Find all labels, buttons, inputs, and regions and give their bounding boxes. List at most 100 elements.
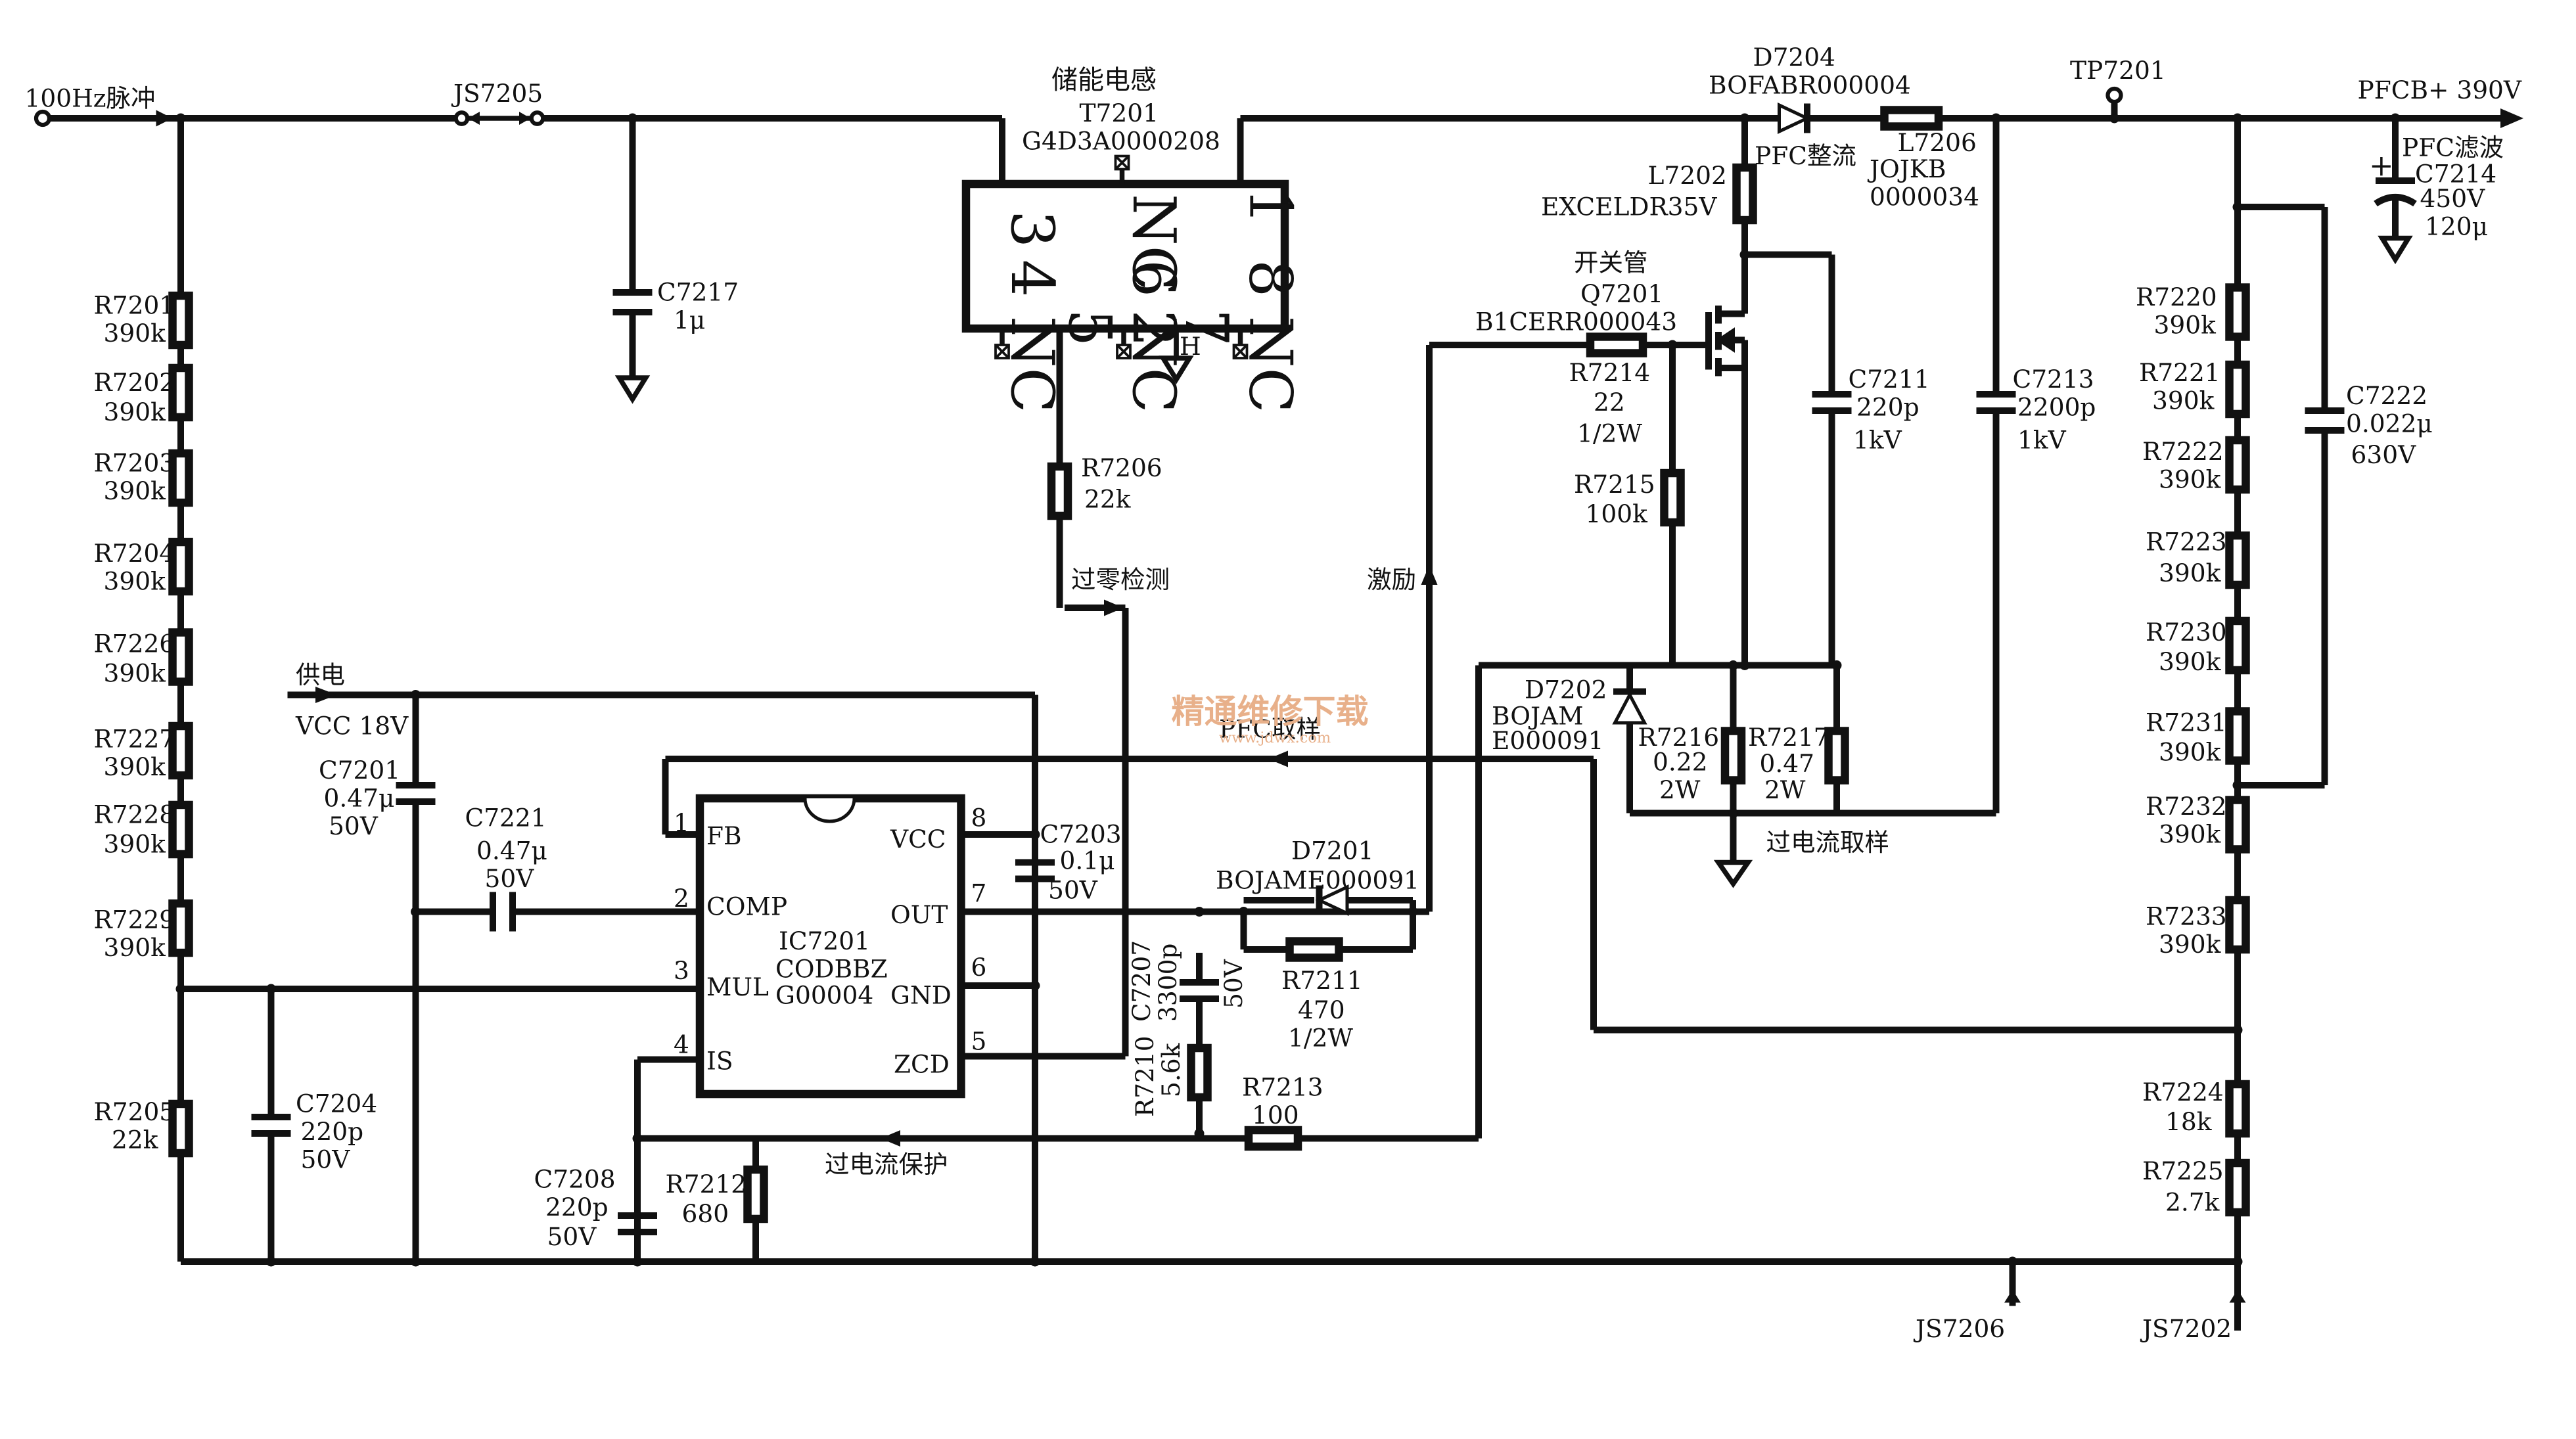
ic-pin-zcd: ZCD [894, 1050, 950, 1079]
c7203-volt: 50V [1048, 876, 1098, 905]
c7214-volt: 120μ [2425, 212, 2488, 241]
c7201-val: 0.47μ [324, 784, 395, 813]
diode-d7204 [1778, 103, 1811, 134]
ic-pin-is: IS [706, 1047, 733, 1076]
r7214-power: 1/2W [1577, 419, 1642, 448]
c7204-val: 220p [301, 1117, 364, 1146]
ground-c7214 [2378, 235, 2413, 265]
input-arrow [156, 110, 173, 127]
r7201-val: 390k [104, 319, 166, 348]
l7206-part2: 0000034 [1870, 183, 1979, 212]
c7211-volt: 1kV [1853, 426, 1902, 455]
net-vcc-18v: VCC 18V [295, 712, 409, 741]
ic-pin-6-num: 6 [971, 953, 987, 982]
r7224-body [2225, 1080, 2250, 1138]
r7206-val: 22k [1084, 485, 1131, 514]
c7207-volt: 50V [1219, 959, 1248, 1009]
ground-c7217 [614, 375, 651, 404]
l7206-ref: L7206 [1898, 128, 1977, 157]
r7223-ref: R7223 [2146, 528, 2227, 557]
r7213-body [1244, 1126, 1302, 1151]
r7203-body [168, 449, 193, 507]
inductor-l7206 [1880, 106, 1943, 131]
zero-detect-arrow [1104, 599, 1124, 616]
label-zero-detect: 过零检测 [1071, 565, 1170, 594]
ic-pin-3-num: 3 [674, 956, 689, 985]
r7212-body [743, 1165, 768, 1223]
d7201-ref: D7201 [1291, 836, 1374, 865]
mosfet-q7201 [1705, 296, 1748, 378]
q7201-part: B1CERR000043 [1475, 308, 1677, 336]
r7223-body [2225, 531, 2250, 589]
r7232-body [2225, 796, 2250, 854]
r7205-body [168, 1099, 193, 1158]
r7233-ref: R7233 [2146, 902, 2227, 931]
label-storage-inductor: 储能电感 [1051, 65, 1157, 95]
r7217-ref: R7217 [1748, 723, 1829, 752]
net-tp7201: TP7201 [2070, 56, 2166, 85]
d7202-ref: D7202 [1525, 675, 1607, 704]
r7215-body [1660, 468, 1685, 527]
r7211-power: 1/2W [1288, 1024, 1353, 1053]
ground-oc-sample [1713, 859, 1753, 888]
r7213-ref: R7213 [1242, 1073, 1323, 1102]
r7229-body [168, 899, 193, 957]
r7202-val: 390k [104, 398, 166, 426]
diode-d7202 [1612, 688, 1647, 725]
net-js7202: JS7202 [2140, 1314, 2232, 1343]
r7217-body [1824, 727, 1849, 785]
r7204-val: 390k [104, 567, 166, 596]
ic-pins: 1 FB 2 COMP 3 MUL 4 IS 8 VCC 7 OUT 6 GND… [674, 804, 986, 1079]
transformer-pin-labels: 3 4 NC 5 6 NC NC 2 7 8 NC 1 [998, 187, 1305, 413]
r7211-val: 470 [1298, 995, 1345, 1024]
r7226-body [168, 628, 193, 686]
r7216-power: 2W [1659, 775, 1701, 804]
r7227-val: 390k [104, 752, 166, 781]
r7221-val: 390k [2152, 386, 2215, 415]
r7220-ref: R7220 [2136, 283, 2217, 311]
cap-leads [634, 834, 1038, 1262]
ic-pin-mul: MUL [706, 972, 769, 1001]
net-js7206: JS7206 [1913, 1314, 2005, 1343]
c7214-curved-plate [2374, 194, 2417, 207]
r7202-body [168, 363, 193, 422]
r7228-ref: R7228 [94, 800, 175, 829]
d7202-part2: E000091 [1492, 726, 1604, 755]
c7207-ref: C7207 [1127, 940, 1156, 1022]
r7224-ref: R7224 [2142, 1078, 2224, 1107]
t7201-pin-4: 4 NC [998, 260, 1067, 413]
r7231-body [2225, 707, 2250, 765]
js7202-arrow [2229, 1289, 2246, 1303]
net-pfcb: PFCB+ 390V [2358, 76, 2522, 104]
c7213-val: 2200p [2017, 393, 2096, 422]
t7201-pin-8: 8 NC [1236, 260, 1305, 413]
oc-protect-arrow [881, 1130, 900, 1147]
r7213-val: 100 [1252, 1101, 1299, 1130]
ic-pin-vcc: VCC [890, 825, 946, 854]
r7221-ref: R7221 [2139, 358, 2220, 387]
r7201-body [168, 291, 193, 350]
r7205-val: 22k [112, 1126, 158, 1154]
t7201-ground-mark: H [1180, 332, 1201, 361]
c7204-volt: 50V [301, 1145, 351, 1174]
c7222-ref: C7222 [2346, 381, 2427, 410]
c7201-volt: 50V [329, 811, 379, 840]
ground-symbols [614, 235, 2413, 888]
r7210-body [1187, 1043, 1212, 1102]
c7221-volt: 50V [485, 864, 535, 893]
c7221-val: 0.47μ [476, 836, 547, 865]
c7213-ref: C7213 [2013, 365, 2094, 394]
r7205-ref: R7205 [94, 1097, 175, 1126]
d7202-part1: BOJAM [1492, 702, 1584, 731]
r7222-body [2225, 436, 2250, 494]
ic-pin-7-num: 7 [971, 879, 987, 908]
r7227-ref: R7227 [94, 725, 175, 754]
t7201-pin-3: 3 [998, 210, 1067, 248]
t7201-pin-2: NC 2 [1119, 194, 1188, 347]
q7201-ref: Q7201 [1580, 279, 1663, 308]
d7204-ref: D7204 [1753, 43, 1836, 72]
r7232-ref: R7232 [2146, 792, 2227, 821]
r7222-val: 390k [2159, 465, 2221, 494]
r7203-val: 390k [104, 476, 166, 505]
c7207-val: 3300p [1153, 944, 1182, 1022]
